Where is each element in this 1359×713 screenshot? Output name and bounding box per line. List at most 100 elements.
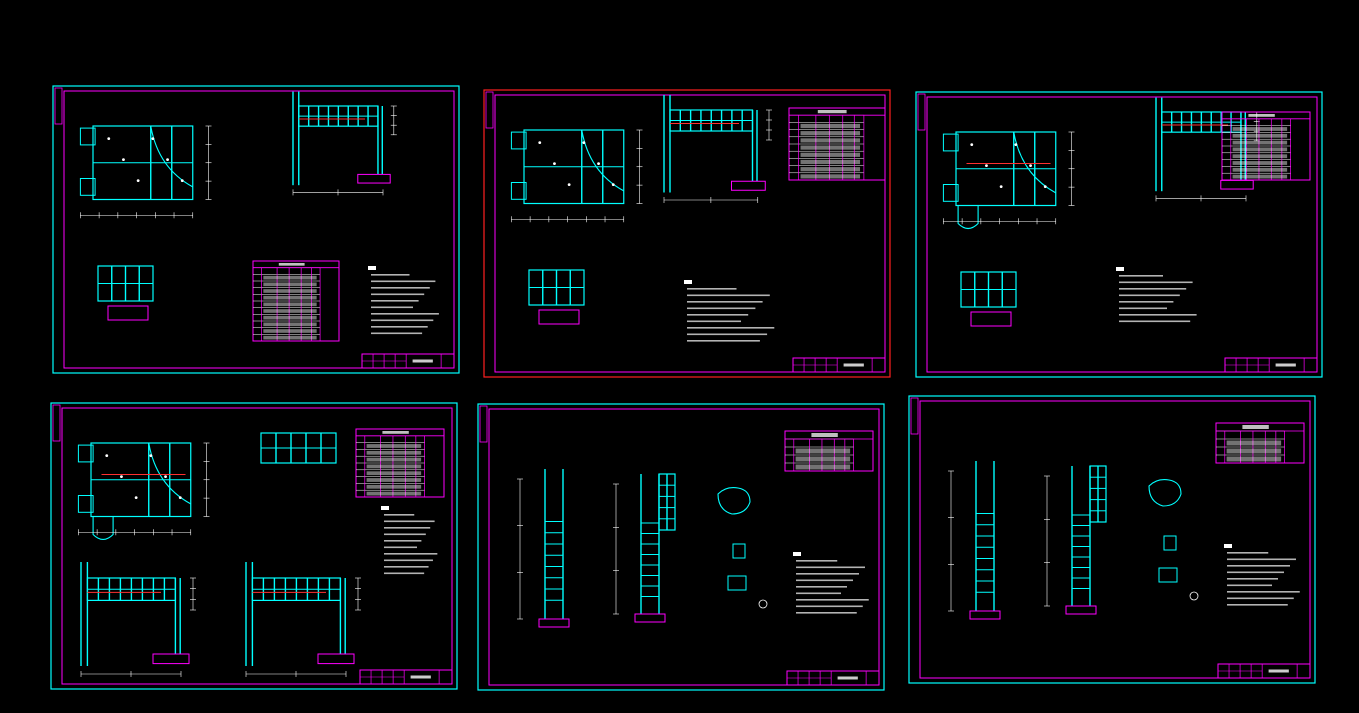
table-cell-marks	[795, 456, 851, 462]
table-cell-marks	[1232, 161, 1288, 165]
rebar-dot	[122, 158, 125, 162]
table-cell-marks	[366, 478, 422, 482]
footing-hatch	[152, 653, 190, 665]
notes-line	[371, 319, 434, 322]
notes-line	[384, 527, 431, 529]
notes-line	[371, 332, 423, 335]
column-section	[942, 133, 959, 152]
column-section	[79, 127, 96, 146]
table-cell-marks	[795, 464, 851, 470]
footing-hatch	[317, 653, 355, 665]
table-cell-marks	[1232, 140, 1288, 145]
table-cell-marks	[263, 315, 317, 320]
notes-line	[1227, 565, 1290, 567]
sheet-frame	[50, 402, 458, 690]
inner-border	[926, 96, 1318, 373]
notes-line	[1119, 301, 1174, 303]
haunch-curve	[581, 129, 625, 192]
table-cell-marks	[366, 484, 422, 489]
notes-line	[1227, 558, 1296, 561]
table-cell-marks	[795, 448, 851, 454]
table-title-mark	[1248, 114, 1275, 117]
rebar-dot	[611, 183, 615, 187]
notes-line	[796, 579, 853, 582]
table-cell-marks	[800, 174, 861, 179]
notes-line	[796, 560, 838, 562]
footing-hatch	[357, 173, 391, 184]
notes-line	[1119, 288, 1187, 290]
drawing-title-mark	[410, 675, 431, 679]
base-hatch	[538, 618, 570, 628]
notes-line	[796, 605, 863, 608]
notes-line	[1227, 591, 1300, 593]
detail-section	[1158, 567, 1178, 583]
pile-cap-curve	[957, 205, 979, 230]
table-title-mark	[817, 110, 847, 114]
rebar-dot	[166, 158, 169, 162]
rebar-dot	[134, 496, 138, 499]
sheet-frame-selected	[483, 89, 891, 378]
table-cell-marks	[263, 322, 317, 327]
table-cell-marks	[1226, 448, 1282, 454]
drawing-sheet-6[interactable]	[908, 395, 1316, 684]
rebar-dot	[1014, 143, 1018, 147]
rebar-dot	[136, 179, 140, 183]
table-cell-marks	[1232, 167, 1288, 172]
detail-section	[727, 575, 747, 591]
sheet-frame	[52, 85, 460, 374]
footing-hatch	[538, 309, 580, 325]
drawing-title-mark	[843, 363, 864, 367]
base-hatch	[969, 610, 1001, 620]
drawing-sheet-1[interactable]	[52, 85, 460, 374]
drawing-sheet-3[interactable]	[915, 91, 1323, 378]
notes-line	[1227, 571, 1284, 574]
rebar-dot	[107, 137, 111, 141]
rebar-dot	[180, 179, 184, 183]
drawing-title-mark	[837, 676, 858, 680]
sheet-frame	[908, 395, 1316, 684]
column-section	[942, 184, 959, 202]
section-outline	[1148, 479, 1182, 507]
drawing-sheet-2[interactable]	[483, 89, 891, 378]
section-outline	[717, 487, 751, 515]
detail-section	[732, 543, 746, 559]
drawing-title-mark	[1268, 669, 1289, 673]
rebar-dot	[105, 454, 109, 457]
table-cell-marks	[263, 309, 317, 313]
inner-border	[494, 94, 886, 373]
base-hatch	[1065, 605, 1097, 615]
drawing-sheet-5[interactable]	[477, 403, 885, 691]
detail-callout	[758, 599, 768, 609]
sheet-frame	[915, 91, 1323, 378]
table-cell-marks	[263, 289, 317, 293]
notes-line	[371, 313, 439, 315]
binding-margin-label	[52, 404, 61, 442]
notes-line	[384, 546, 417, 549]
table-title-mark	[382, 431, 409, 434]
haunch-curve	[1013, 131, 1057, 194]
table-cell-marks	[800, 159, 861, 165]
drawing-sheet-4[interactable]	[50, 402, 458, 690]
notes-line	[1119, 314, 1197, 316]
notes-line	[687, 320, 741, 323]
table-cell-marks	[263, 282, 317, 287]
column-section	[77, 495, 94, 513]
notes-line	[796, 592, 841, 595]
rebar-dot	[553, 162, 556, 166]
rebar-dot	[970, 143, 974, 147]
notes-line	[384, 553, 438, 555]
table-cell-marks	[366, 450, 422, 455]
rebar-dot	[164, 475, 167, 478]
table-cell-marks	[800, 123, 861, 129]
table-title-mark	[1242, 425, 1269, 429]
material-table	[1215, 422, 1305, 464]
notes-line	[371, 300, 419, 302]
notes-line	[371, 306, 413, 309]
notes-line	[1119, 275, 1163, 277]
notes-heading-mark	[793, 552, 801, 556]
notes-heading-mark	[368, 266, 376, 270]
inner-border	[63, 90, 455, 369]
notes-line	[384, 559, 433, 562]
